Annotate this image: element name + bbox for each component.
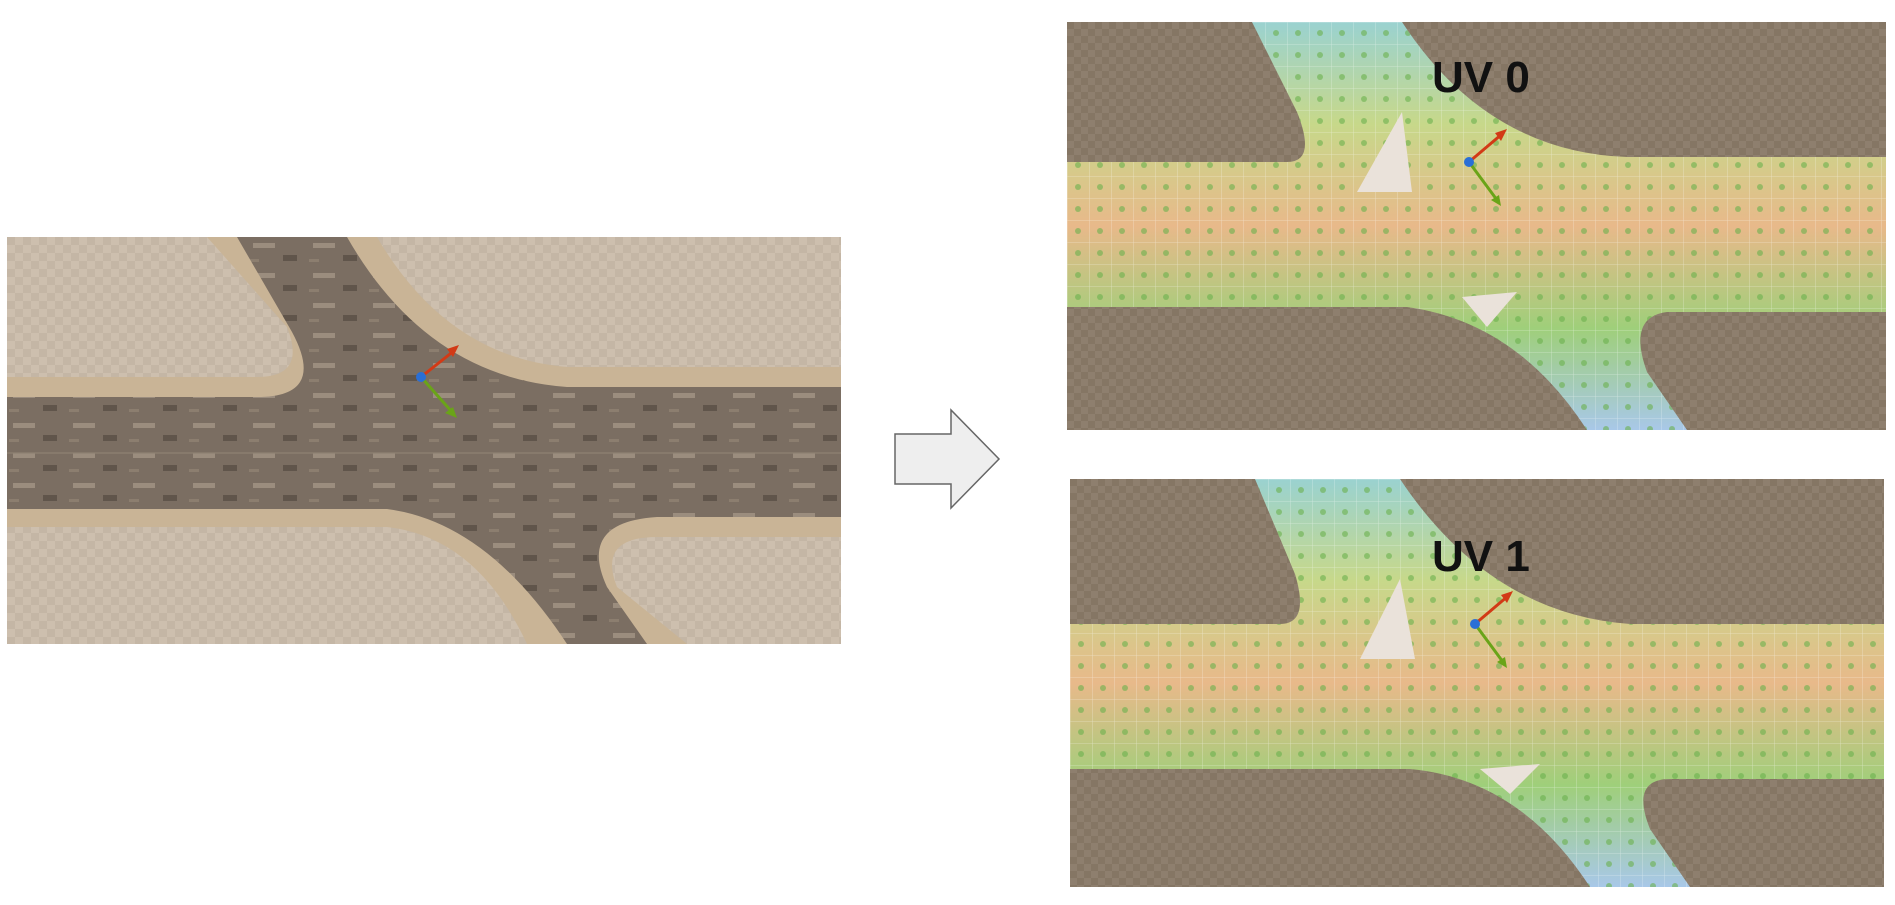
- axis-gizmo-icon: [416, 345, 459, 418]
- uv0-render: [1067, 22, 1886, 430]
- uv0-label: UV 0: [1432, 53, 1530, 102]
- uv1-render: [1070, 479, 1884, 887]
- uv1-label: UV 1: [1432, 532, 1530, 581]
- road-intersection-render: [7, 237, 841, 644]
- right-arrow-icon: [894, 408, 1001, 510]
- axis-gizmo-icon: [1464, 129, 1507, 206]
- axis-gizmo-icon: [1470, 591, 1513, 668]
